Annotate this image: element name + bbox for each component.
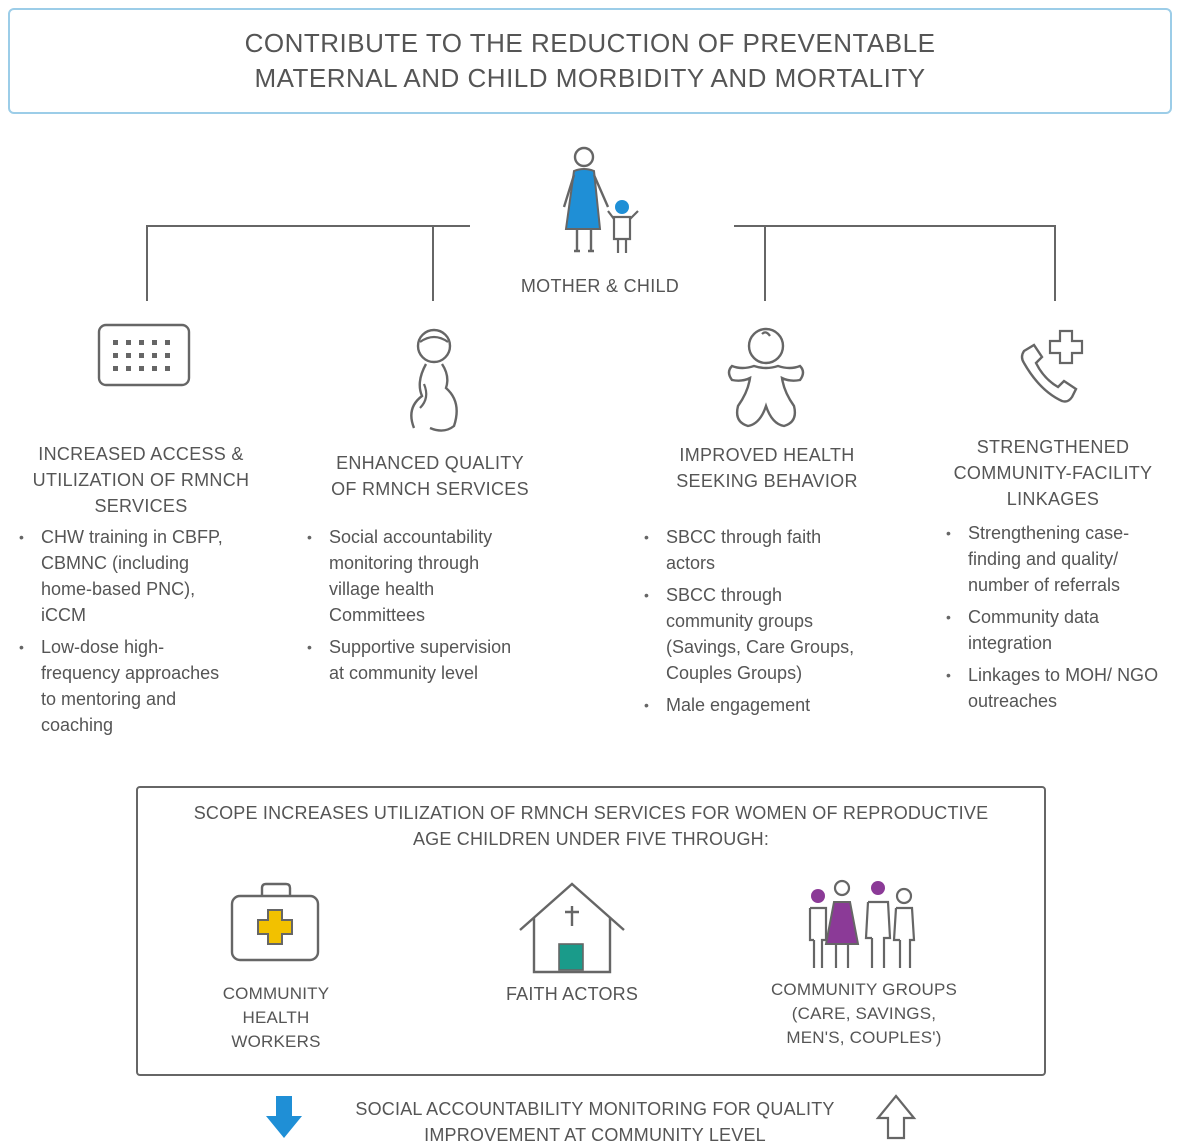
bullet-line: iCCM — [41, 605, 86, 625]
bullet-line: finding and quality/ — [968, 549, 1119, 569]
bullet-line: Supportive supervision — [329, 637, 512, 657]
column-2-title-line: ENHANCED QUALITY — [336, 453, 524, 473]
people-group-icon — [808, 879, 916, 968]
community-health-workers-label: COMMUNITY HEALTH WORKERS — [186, 982, 366, 1054]
mother-child-icon — [562, 146, 639, 253]
column-3-bullets: SBCC through faith actors SBCC through c… — [642, 524, 910, 724]
column-1-title-line: INCREASED ACCESS & — [38, 444, 244, 464]
church-icon — [519, 882, 625, 974]
item-label-line: HEALTH — [242, 1008, 310, 1027]
arrow-up-icon — [875, 1094, 917, 1140]
bullet-item: Community data integration — [944, 604, 1194, 656]
bullet-item: CHW training in CBFP, CBMNC (including h… — [17, 524, 277, 628]
bullet-line: number of referrals — [968, 575, 1121, 595]
bottom-caption-line-1: SOCIAL ACCOUNTABILITY MONITORING FOR QUA… — [355, 1099, 835, 1119]
goal-title: CONTRIBUTE TO THE REDUCTION OF PREVENTAB… — [245, 26, 936, 96]
bullet-item: Low-dose high- frequency approaches to m… — [17, 634, 277, 738]
bullet-item: Social accountability monitoring through… — [305, 524, 567, 628]
goal-line-2: MATERNAL AND CHILD MORBIDITY AND MORTALI… — [254, 63, 926, 93]
column-4-title: STRENGTHENED COMMUNITY-FACILITY LINKAGES — [928, 434, 1178, 512]
connector-right-inner-vertical — [764, 225, 766, 301]
bullet-line: (Savings, Care Groups, — [666, 637, 855, 657]
bullet-line: outreaches — [968, 691, 1058, 711]
column-3-title-line: SEEKING BEHAVIOR — [676, 471, 858, 491]
bullet-item: Male engagement — [642, 692, 910, 718]
item-label-line: WORKERS — [231, 1032, 321, 1051]
item-label-line: COMMUNITY GROUPS — [770, 980, 958, 999]
bottom-caption-line-2: IMPROVEMENT AT COMMUNITY LEVEL — [424, 1125, 766, 1145]
bullet-line: Strengthening case- — [968, 523, 1130, 543]
item-label-line: FAITH ACTORS — [505, 984, 639, 1004]
connector-left-outer-vertical — [146, 225, 148, 301]
column-3-title-line: IMPROVED HEALTH — [679, 445, 855, 465]
bullet-line: actors — [666, 553, 716, 573]
column-1-title-line: UTILIZATION OF RMNCH — [32, 470, 250, 490]
bottom-caption: SOCIAL ACCOUNTABILITY MONITORING FOR QUA… — [300, 1096, 890, 1148]
phone-medical-icon — [1020, 329, 1084, 403]
bullet-line: Community data — [968, 607, 1100, 627]
column-4-title-line: COMMUNITY-FACILITY — [953, 463, 1153, 483]
bullet-item: SBCC through faith actors — [642, 524, 910, 576]
column-4-title-line: STRENGTHENED — [976, 437, 1130, 457]
item-label-line: MEN'S, COUPLES') — [786, 1028, 942, 1047]
community-groups-label: COMMUNITY GROUPS (CARE, SAVINGS, MEN'S, … — [746, 978, 982, 1050]
bullet-line: frequency approaches — [41, 663, 220, 683]
bullet-item: Linkages to MOH/ NGO outreaches — [944, 662, 1194, 714]
bullet-line: Committees — [329, 605, 426, 625]
baby-icon — [727, 327, 805, 428]
column-4-title-line: LINKAGES — [1006, 489, 1100, 509]
bullet-line: to mentoring and — [41, 689, 177, 709]
bullet-line: home-based PNC), — [41, 579, 196, 599]
bullet-line: SBCC through — [666, 585, 783, 605]
medical-kit-icon — [230, 882, 320, 962]
connector-left-horizontal — [146, 225, 470, 227]
bullet-item: SBCC through community groups (Savings, … — [642, 582, 910, 686]
item-label-line: (CARE, SAVINGS, — [791, 1004, 937, 1023]
bullet-line: SBCC through faith — [666, 527, 822, 547]
bullet-line: Social accountability — [329, 527, 493, 547]
connector-right-horizontal — [734, 225, 1056, 227]
bullet-line: Couples Groups) — [666, 663, 803, 683]
column-1-title-line: SERVICES — [94, 496, 188, 516]
arrow-down-icon — [266, 1096, 302, 1138]
calendar-icon — [97, 323, 191, 387]
scope-title-line-1: SCOPE INCREASES UTILIZATION OF RMNCH SER… — [193, 803, 989, 823]
goal-box: CONTRIBUTE TO THE REDUCTION OF PREVENTAB… — [8, 8, 1172, 114]
item-label-line: COMMUNITY — [222, 984, 330, 1003]
scope-box: SCOPE INCREASES UTILIZATION OF RMNCH SER… — [136, 786, 1046, 1076]
scope-title-line-2: AGE CHILDREN UNDER FIVE THROUGH: — [412, 829, 770, 849]
goal-line-1: CONTRIBUTE TO THE REDUCTION OF PREVENTAB… — [244, 28, 936, 58]
column-1-bullets: CHW training in CBFP, CBMNC (including h… — [17, 524, 277, 744]
bullet-item: Strengthening case- finding and quality/… — [944, 520, 1194, 598]
column-2-bullets: Social accountability monitoring through… — [305, 524, 567, 692]
bullet-line: village health — [329, 579, 435, 599]
column-2-title-line: OF RMNCH SERVICES — [331, 479, 529, 499]
bullet-line: CHW training in CBFP, — [41, 527, 223, 547]
connector-right-outer-vertical — [1054, 225, 1056, 301]
bullet-line: coaching — [41, 715, 114, 735]
bullet-line: CBMNC (including — [41, 553, 190, 573]
column-4-bullets: Strengthening case- finding and quality/… — [944, 520, 1194, 720]
bullet-line: Low-dose high- — [41, 637, 165, 657]
pregnant-woman-icon — [410, 328, 458, 432]
bullet-line: community groups — [666, 611, 814, 631]
bullet-line: monitoring through — [329, 553, 480, 573]
column-3-title: IMPROVED HEALTH SEEKING BEHAVIOR — [640, 442, 894, 494]
mother-child-label: MOTHER & CHILD — [520, 276, 680, 296]
connector-left-inner-vertical — [432, 225, 434, 301]
bullet-line: Linkages to MOH/ NGO — [968, 665, 1159, 685]
column-2-title: ENHANCED QUALITY OF RMNCH SERVICES — [304, 450, 556, 502]
bullet-line: Male engagement — [666, 695, 811, 715]
bullet-line: integration — [968, 633, 1053, 653]
scope-title: SCOPE INCREASES UTILIZATION OF RMNCH SER… — [138, 800, 1044, 852]
bullet-item: Supportive supervision at community leve… — [305, 634, 567, 686]
column-1-title: INCREASED ACCESS & UTILIZATION OF RMNCH … — [10, 441, 272, 519]
faith-actors-label: FAITH ACTORS — [478, 982, 666, 1006]
bullet-line: at community level — [329, 663, 479, 683]
